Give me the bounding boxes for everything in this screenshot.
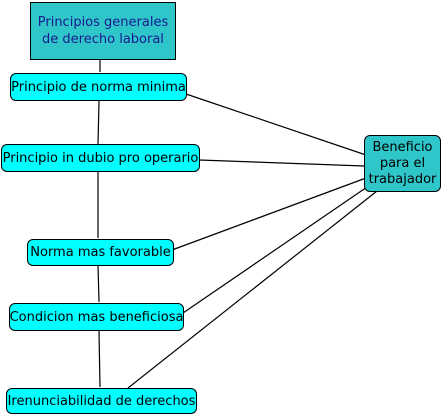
principle-label: Principio in dubio pro operario: [2, 150, 199, 166]
connector-norma-favorable-to-condicion: [97, 264, 100, 303]
connector-norma-favorable-to-hub: [171, 177, 367, 251]
principle-label: Condicion mas beneficiosa: [9, 309, 184, 325]
principle-label: Principio de norma minima: [11, 79, 186, 95]
hub-node-line-2: para el: [379, 155, 426, 171]
root-node: Principios generales de derecho laboral: [30, 2, 176, 60]
principle-node-norma-favorable: Norma mas favorable: [27, 239, 174, 266]
connector-norma-minima-to-in-dubio: [97, 100, 100, 145]
hub-node-line-1: Beneficio: [372, 139, 433, 155]
principle-node-in-dubio: Principio in dubio pro operario: [1, 144, 200, 172]
connector-condicion-to-irenunciabilidad: [98, 330, 101, 388]
principle-label: Norma mas favorable: [30, 245, 171, 260]
root-node-line-1: Principios generales: [37, 15, 169, 30]
connector-condicion-to-hub: [182, 184, 371, 314]
principle-node-irenunciabilidad: Irenunciabilidad de derechos: [6, 388, 197, 414]
principle-node-norma-minima: Principio de norma minima: [10, 73, 187, 101]
principle-label: Irenunciabilidad de derechos: [7, 393, 196, 409]
root-node-line-2: de derecho laboral: [42, 32, 164, 47]
hub-node-line-3: trabajador: [368, 171, 437, 187]
connector-irenunciabilidad-to-hub: [127, 190, 378, 389]
connector-norma-minima-to-hub: [185, 93, 367, 156]
principle-node-condicion: Condicion mas beneficiosa: [9, 303, 184, 331]
connector-in-dubio-to-hub: [198, 159, 365, 167]
hub-node: Beneficio para el trabajador: [364, 135, 441, 192]
